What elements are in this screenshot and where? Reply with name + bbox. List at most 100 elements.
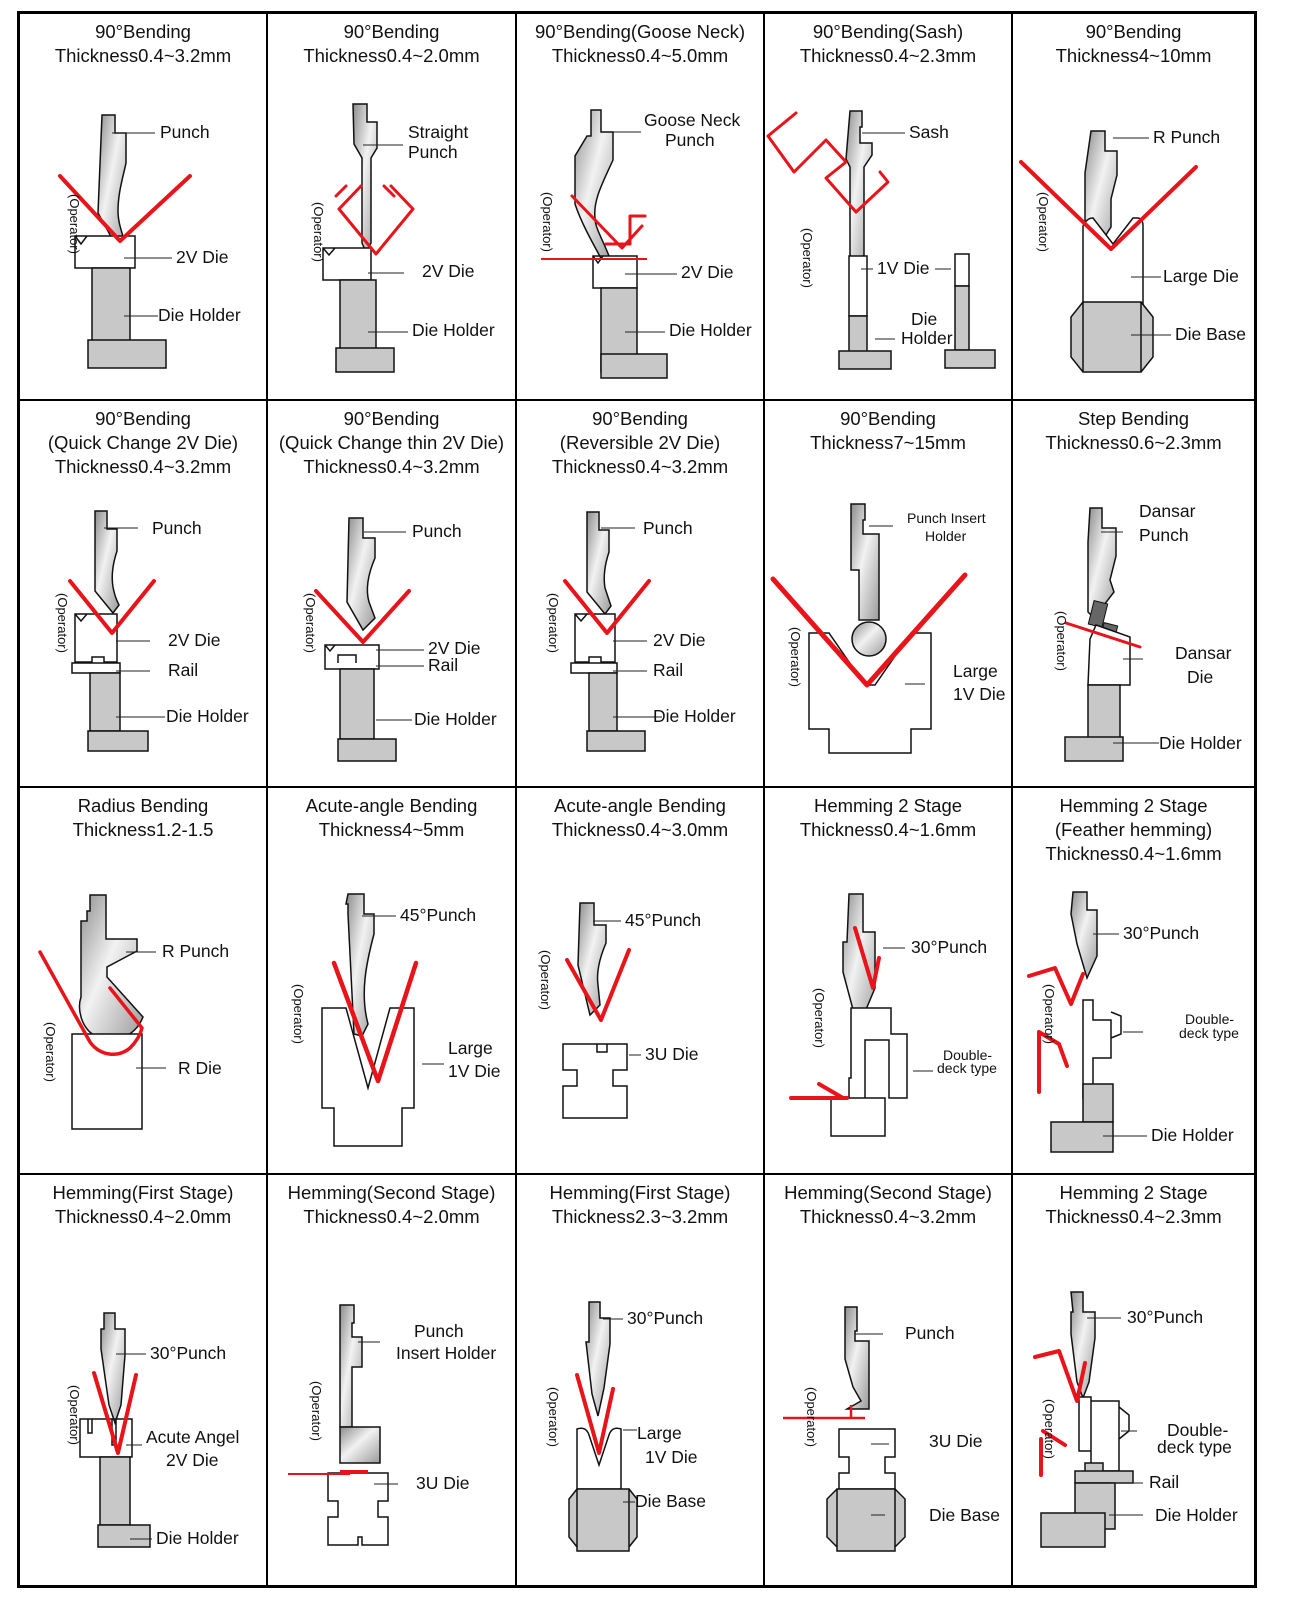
tooling-diagram-icon bbox=[1064, 507, 1159, 762]
cell-title: Hemming 2 Stage(Feather hemming)Thicknes… bbox=[1013, 794, 1254, 866]
operator-side-label: (Operator) bbox=[804, 1387, 819, 1447]
cell-title-line: Hemming(Second Stage) bbox=[784, 1182, 992, 1203]
cell-title-line: Hemming 2 Stage bbox=[1059, 1182, 1208, 1203]
cell-title-line: (Reversible 2V Die) bbox=[559, 432, 721, 453]
operator-side-label: (Operator) bbox=[800, 228, 815, 288]
part-label: Rail bbox=[653, 660, 684, 680]
part-label: Holder bbox=[925, 528, 967, 544]
operator-side-label: (Operator) bbox=[43, 1022, 58, 1082]
part-label: Die Holder bbox=[653, 706, 736, 726]
cell-title-line: Thickness0.4~3.0mm bbox=[551, 819, 729, 840]
cell-title-line: Thickness0.4~1.6mm bbox=[1045, 843, 1222, 864]
part-label: Die Holder bbox=[414, 709, 497, 729]
cell-title-line: 90°Bending bbox=[343, 408, 440, 429]
operator-side-label: (Operator) bbox=[311, 202, 326, 262]
part-label: 1V Die bbox=[953, 684, 1006, 704]
tool-cell-90-bending-goose-neck: 90°Bending(Goose Neck)Thickness0.4~5.0mm… bbox=[517, 14, 765, 401]
cell-title-line: Thickness4~10mm bbox=[1055, 45, 1212, 66]
cell-title-line: 90°Bending bbox=[95, 21, 191, 42]
cell-title-line: Thickness0.4~2.3mm bbox=[799, 45, 977, 66]
part-label: 30°Punch bbox=[1123, 923, 1200, 943]
cell-title-line: 90°Bending(Sash) bbox=[812, 21, 964, 42]
part-label: deck type bbox=[1157, 1437, 1232, 1457]
part-label: Die Holder bbox=[166, 706, 249, 726]
cell-title-line: Thickness0.4~2.0mm bbox=[303, 45, 480, 66]
cell-title-line: 90°Bending bbox=[592, 408, 688, 429]
part-label: Large bbox=[448, 1038, 493, 1058]
tooling-diagram-icon bbox=[766, 110, 996, 370]
part-label: 2V Die bbox=[653, 630, 706, 650]
part-label: Insert Holder bbox=[396, 1343, 497, 1363]
cell-title-line: Thickness4~5mm bbox=[318, 819, 465, 840]
part-label: 1V Die bbox=[645, 1447, 698, 1467]
tooling-diagram-icon bbox=[68, 510, 165, 752]
cell-title: Hemming(Second Stage) Thickness0.4~2.0mm bbox=[268, 1181, 515, 1229]
cell-title-line: Thickness0.4~3.2mm bbox=[54, 456, 232, 477]
part-label: Rail bbox=[1149, 1472, 1180, 1492]
part-label: Holder bbox=[901, 328, 953, 348]
cell-title-line: Thickness1.2-1.5 bbox=[72, 819, 214, 840]
part-label: Die Base bbox=[929, 1505, 1001, 1525]
part-label: Dansar bbox=[1139, 501, 1196, 521]
part-label: R Die bbox=[178, 1058, 222, 1078]
cell-title-line: Step Bending bbox=[1077, 408, 1190, 429]
operator-side-label: (Operator) bbox=[303, 593, 318, 653]
part-label: deck type bbox=[937, 1060, 997, 1076]
operator-side-label: (Operator) bbox=[540, 192, 555, 252]
tooling-diagram-icon bbox=[288, 1304, 398, 1546]
cell-title-line: 90°Bending bbox=[343, 21, 440, 42]
part-label: Double- bbox=[1185, 1011, 1235, 1027]
tool-cell-quick-change-2v: 90°Bending(Quick Change 2V Die)Thickness… bbox=[20, 401, 268, 788]
operator-side-label: (Operator) bbox=[538, 950, 553, 1010]
cell-title: 90°Bending(Goose Neck)Thickness0.4~5.0mm bbox=[517, 20, 763, 68]
tooling-diagram-icon bbox=[321, 893, 444, 1147]
part-label: 2V Die bbox=[176, 247, 229, 267]
cell-title: 90°Bending(Reversible 2V Die)Thickness0.… bbox=[517, 407, 763, 479]
part-label: Punch bbox=[905, 1323, 955, 1343]
part-label: 1V Die bbox=[448, 1061, 501, 1081]
part-label: Die bbox=[1187, 667, 1214, 687]
part-label: Die Holder bbox=[1159, 733, 1242, 753]
cell-title-line: Thickness7~15mm bbox=[810, 432, 966, 453]
cell-title-line: Hemming 2 Stage bbox=[813, 795, 963, 816]
tooling-diagram-icon bbox=[563, 511, 662, 752]
tooling-diagram-icon bbox=[562, 902, 641, 1119]
part-label: Straight bbox=[408, 122, 469, 142]
tooling-diagram-icon bbox=[1019, 130, 1198, 373]
operator-side-label: (Operator) bbox=[812, 988, 827, 1048]
cell-title-line: Thickness0.4~3.2mm bbox=[799, 1206, 977, 1227]
cell-title-line: Thickness0.4~2.0mm bbox=[303, 1206, 480, 1227]
cell-title-line: Hemming(Second Stage) bbox=[287, 1182, 496, 1203]
tooling-diagram-icon bbox=[568, 1301, 638, 1552]
part-label: Die Base bbox=[1175, 324, 1247, 344]
tooling-diagram-icon bbox=[541, 109, 677, 379]
tooling-diagram-icon bbox=[1027, 891, 1147, 1153]
part-label: Goose Neck bbox=[644, 110, 741, 130]
part-label: 45°Punch bbox=[400, 905, 477, 925]
operator-side-label: (Operator) bbox=[546, 1387, 561, 1447]
operator-side-label: (Operator) bbox=[788, 627, 803, 687]
operator-side-label: (Operator) bbox=[1054, 611, 1069, 671]
part-label: Dansar bbox=[1175, 643, 1232, 663]
tooling-diagram-icon bbox=[38, 894, 166, 1130]
part-label: 3U Die bbox=[645, 1044, 699, 1064]
tool-cell-reversible-2v: 90°Bending(Reversible 2V Die)Thickness0.… bbox=[517, 401, 765, 788]
cell-title-line: Hemming 2 Stage bbox=[1059, 795, 1208, 816]
cell-title-line: Thickness2.3~3.2mm bbox=[551, 1206, 729, 1227]
cell-title-line: Thickness0.4~3.2mm bbox=[303, 456, 480, 477]
part-label: Double- bbox=[1167, 1420, 1229, 1440]
part-label: Die Holder bbox=[669, 320, 752, 340]
